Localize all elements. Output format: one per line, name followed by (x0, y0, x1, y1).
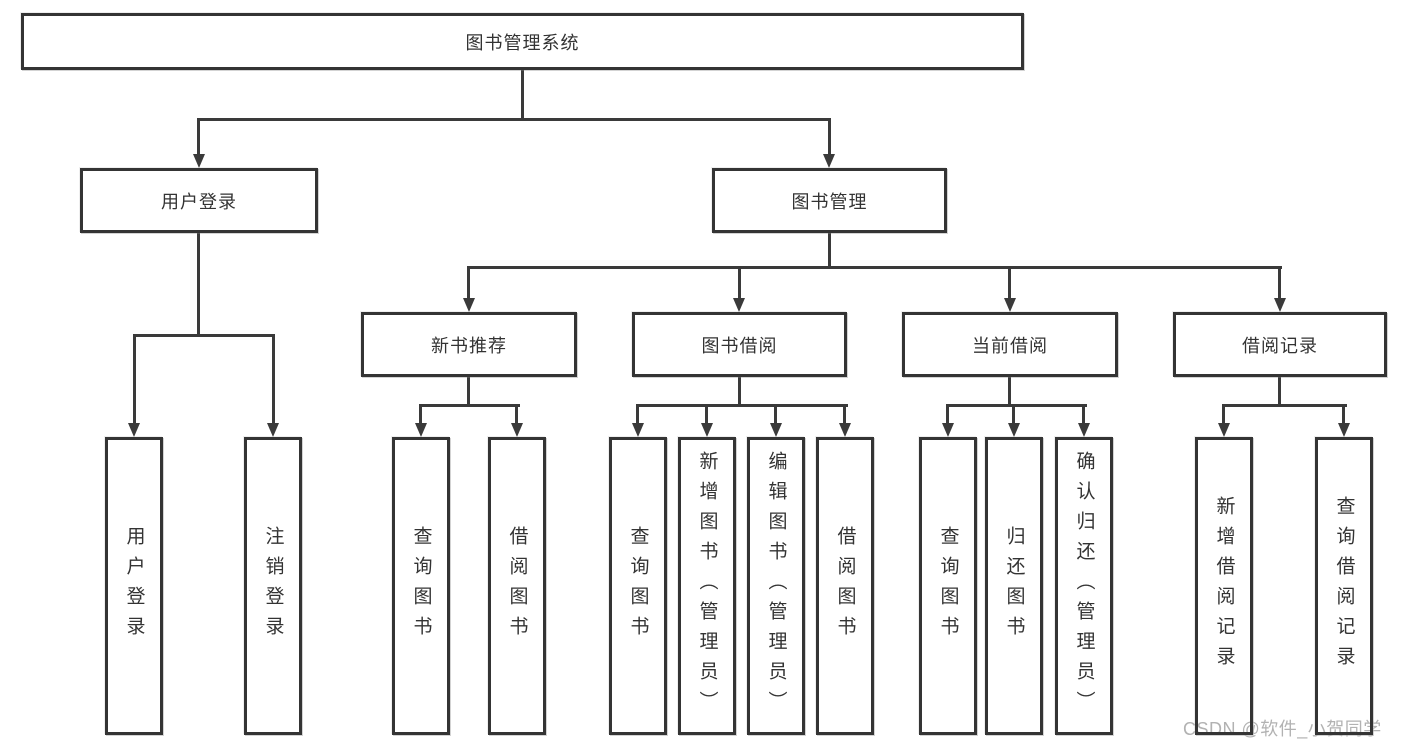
arrow-down-icon (1218, 423, 1230, 437)
node-leaf-query-borrow-record: 查询借阅记录 (1315, 437, 1373, 735)
node-leaf-query-books: 查询图书 (609, 437, 667, 735)
arrow-down-icon (193, 154, 205, 168)
connector-line (738, 377, 741, 406)
node-leaf-query-books: 查询图书 (392, 437, 450, 735)
node-current-borrowing: 当前借阅 (902, 312, 1118, 377)
node-leaf-user-login: 用户登录 (105, 437, 163, 735)
node-leaf-confirm-return-admin: 确认归还（管理员） (1055, 437, 1113, 735)
node-leaf-add-books-admin: 新增图书（管理员） (678, 437, 736, 735)
connector-line (521, 70, 524, 119)
node-leaf-logout: 注销登录 (244, 437, 302, 735)
node-book-management: 图书管理 (712, 168, 947, 233)
connector-line (1082, 404, 1085, 423)
connector-line (946, 404, 1087, 407)
node-book-borrowing: 图书借阅 (632, 312, 847, 377)
connector-line (1278, 266, 1281, 298)
arrow-down-icon (701, 423, 713, 437)
connector-line (1012, 404, 1015, 423)
connector-line (705, 404, 708, 423)
connector-line (419, 404, 520, 407)
connector-line (197, 118, 200, 154)
connector-line (636, 404, 848, 407)
arrow-down-icon (733, 298, 745, 312)
node-borrowing-records: 借阅记录 (1173, 312, 1387, 377)
arrow-down-icon (770, 423, 782, 437)
connector-line (197, 118, 831, 121)
connector-line (774, 404, 777, 423)
arrow-down-icon (1274, 298, 1286, 312)
arrow-down-icon (415, 423, 427, 437)
arrow-down-icon (1078, 423, 1090, 437)
connector-line (828, 118, 831, 154)
node-book-management-system: 图书管理系统 (21, 13, 1024, 70)
connector-line (133, 334, 136, 423)
connector-line (467, 266, 470, 298)
node-leaf-edit-books-admin: 编辑图书（管理员） (747, 437, 805, 735)
connector-line (467, 266, 1282, 269)
node-leaf-borrow-books: 借阅图书 (488, 437, 546, 735)
arrow-down-icon (1338, 423, 1350, 437)
connector-line (738, 266, 741, 298)
connector-line (272, 334, 275, 423)
connector-line (828, 233, 831, 268)
connector-line (1008, 266, 1011, 298)
arrow-down-icon (267, 423, 279, 437)
node-leaf-borrow-books: 借阅图书 (816, 437, 874, 735)
arrow-down-icon (511, 423, 523, 437)
arrow-down-icon (1008, 423, 1020, 437)
csdn-watermark: CSDN @软件_小贺同学 (1183, 719, 1382, 739)
node-leaf-add-borrow-record: 新增借阅记录 (1195, 437, 1253, 735)
connector-line (843, 404, 846, 423)
connector-line (946, 404, 949, 423)
connector-line (1278, 377, 1281, 406)
arrow-down-icon (942, 423, 954, 437)
connector-line (1342, 404, 1345, 423)
connector-line (133, 334, 275, 337)
connector-line (467, 377, 470, 406)
arrow-down-icon (632, 423, 644, 437)
connector-line (197, 233, 200, 337)
arrow-down-icon (128, 423, 140, 437)
connector-line (515, 404, 518, 423)
node-leaf-return-books: 归还图书 (985, 437, 1043, 735)
arrow-down-icon (823, 154, 835, 168)
node-new-book-recommendation: 新书推荐 (361, 312, 577, 377)
connector-line (636, 404, 639, 423)
arrow-down-icon (463, 298, 475, 312)
connector-line (419, 404, 422, 423)
node-user-login: 用户登录 (80, 168, 318, 233)
node-leaf-query-books: 查询图书 (919, 437, 977, 735)
arrow-down-icon (839, 423, 851, 437)
connector-line (1222, 404, 1225, 423)
arrow-down-icon (1004, 298, 1016, 312)
connector-line (1222, 404, 1347, 407)
connector-line (1008, 377, 1011, 406)
